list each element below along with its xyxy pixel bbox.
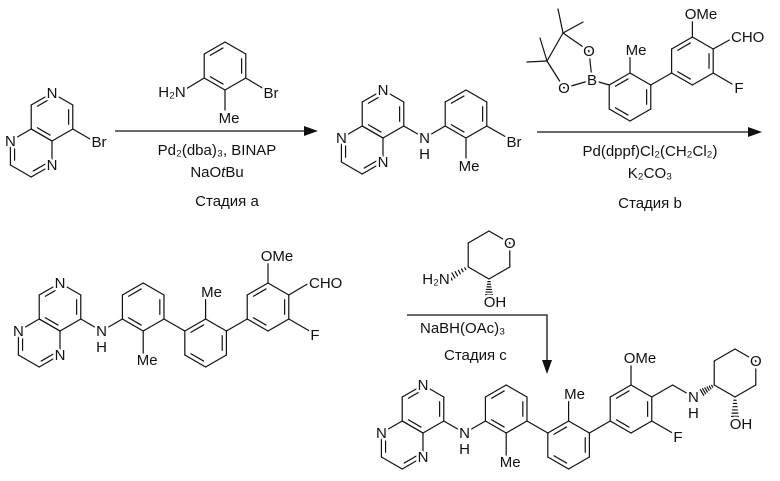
hydroxyl-label: OH xyxy=(484,294,507,311)
methoxy-label: OMe xyxy=(624,350,657,367)
methyl-label: Me xyxy=(626,42,647,59)
atom-h-amine: H xyxy=(459,441,470,458)
atom-n-pyrazine-2: N xyxy=(378,154,389,171)
methyl-label: Me xyxy=(500,454,521,471)
atom-h-amine: H xyxy=(688,405,699,422)
atom-n-amine: N xyxy=(419,130,430,147)
methyl-label: Me xyxy=(137,352,158,369)
atom-br: Br xyxy=(92,134,107,151)
stage-b-catalyst: Pd(dppf)Cl₂(CH₂Cl₂) xyxy=(583,143,718,160)
atom-br: Br xyxy=(264,85,279,102)
atom-f: F xyxy=(673,429,682,446)
atom-n-pyridine: N xyxy=(418,377,429,394)
atom-f: F xyxy=(734,80,743,97)
atom-b: B xyxy=(587,72,597,89)
aldehyde-label: CHO xyxy=(309,275,342,292)
base-suffix: Bu xyxy=(225,164,243,181)
atom-n-pyrazine-2: N xyxy=(418,449,429,466)
atom-h-amine: H xyxy=(419,146,430,163)
stage-c-reductant: NaBH(OAc)₃ xyxy=(420,320,505,337)
atom-n-pyridine: N xyxy=(55,275,66,292)
amine-label: H₂N xyxy=(422,271,450,288)
hydroxyl-label: OH xyxy=(730,416,753,433)
base-prefix: NaO xyxy=(190,164,221,181)
atom-o: O xyxy=(583,43,595,60)
atom-n-pyridine: N xyxy=(47,85,58,102)
atom-n-amine: N xyxy=(96,323,107,340)
methyl-label: Me xyxy=(201,284,222,301)
atom-n-pyrazine-2: N xyxy=(55,347,66,364)
atom-n-pyrazine-1: N xyxy=(5,133,16,150)
stage-a-base: NaOtBu xyxy=(190,164,243,181)
stage-a-catalyst: Pd₂(dba)₃, BINAP xyxy=(158,142,277,159)
methyl-label: Me xyxy=(219,110,240,127)
methyl-label: Me xyxy=(564,386,585,403)
atom-n-pyrazine-2: N xyxy=(47,157,58,174)
methoxy-label: OMe xyxy=(685,6,718,23)
atom-o: O xyxy=(750,353,762,370)
atom-n-pyrazine-1: N xyxy=(13,323,24,340)
methoxy-label: OMe xyxy=(261,248,294,265)
stage-b-base: K₂CO₃ xyxy=(628,165,672,182)
atom-n-amine: N xyxy=(688,389,699,406)
atom-h-amine: H xyxy=(96,339,107,356)
amine-label: H₂N xyxy=(158,84,186,101)
atom-n-amine: N xyxy=(459,425,470,442)
atom-n-pyrazine-1: N xyxy=(336,130,347,147)
atom-br: Br xyxy=(507,134,522,151)
stage-a-label: Стадия a xyxy=(195,193,259,210)
stage-b-label: Стадия b xyxy=(618,195,682,212)
methyl-label: Me xyxy=(459,158,480,175)
atom-o: O xyxy=(558,80,570,97)
atom-f: F xyxy=(310,327,319,344)
aldehyde-label: CHO xyxy=(731,29,764,46)
stage-c-label: Стадия с xyxy=(444,347,507,364)
atom-o: O xyxy=(504,235,516,252)
atom-n-pyrazine-1: N xyxy=(376,425,387,442)
atom-n-pyridine: N xyxy=(378,82,389,99)
